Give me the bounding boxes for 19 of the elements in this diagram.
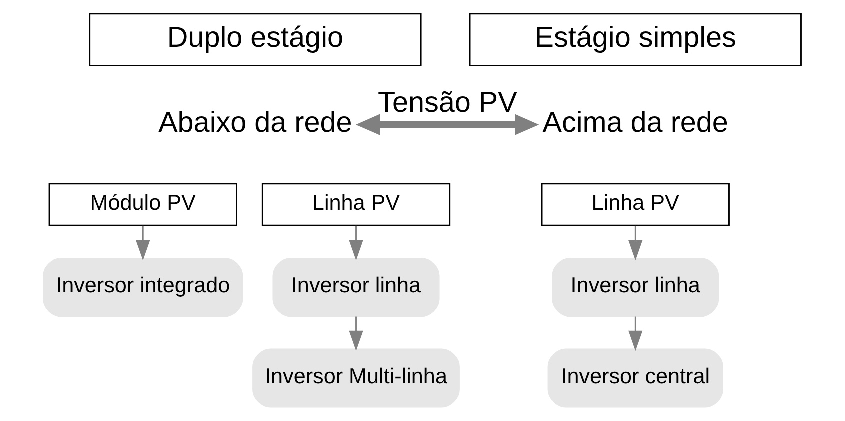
node-box: Linha PV: [262, 183, 451, 226]
arrow: [628, 226, 643, 261]
node-box: Estágio simples: [469, 13, 802, 66]
arrow: [349, 226, 364, 261]
arrow: [136, 226, 150, 261]
arrow: [628, 316, 643, 352]
node-text: Abaixo da rede: [158, 107, 352, 140]
node-box: Inversor integrado: [43, 258, 244, 318]
node-box: Inversor linha: [552, 258, 720, 318]
edge-label: Tensão PV: [378, 86, 518, 119]
node-box: Inversor Multi-linha: [252, 348, 460, 408]
node-box: Linha PV: [541, 183, 730, 226]
node-box: Inversor linha: [272, 258, 440, 318]
node-text: Acima da rede: [542, 107, 728, 140]
arrow: [349, 316, 364, 352]
arrow: [356, 114, 540, 136]
node-box: Módulo PV: [48, 183, 238, 226]
node-box: Duplo estágio: [89, 13, 422, 66]
node-box: Inversor central: [548, 348, 724, 408]
